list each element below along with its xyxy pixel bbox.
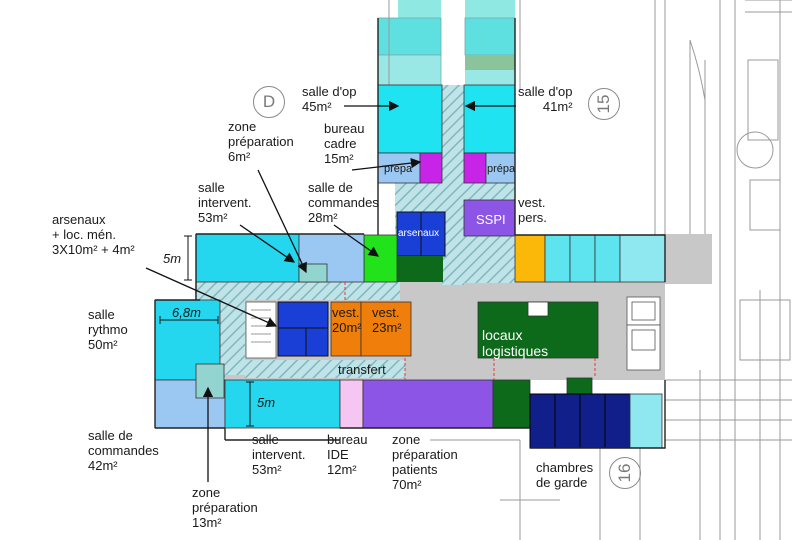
adjacent-building-sketch bbox=[430, 0, 792, 540]
dimension-5m-bottom: 5m bbox=[257, 395, 276, 410]
bureau-ide-room bbox=[339, 379, 364, 429]
prepa-right bbox=[485, 152, 516, 184]
elevators bbox=[626, 296, 661, 371]
arsenaux-bottom bbox=[277, 301, 329, 357]
label-sspi: SSPI bbox=[476, 212, 506, 227]
zone-d-marker: D bbox=[253, 86, 285, 118]
cyan-end-room bbox=[629, 393, 663, 449]
salle-intervent-bottom-room bbox=[224, 379, 341, 429]
label-transfert: transfert bbox=[338, 362, 386, 377]
north-wing bbox=[377, 0, 521, 90]
green-small-bottom bbox=[566, 377, 593, 395]
dimension-lines bbox=[159, 235, 254, 427]
zone-16-marker: 16 bbox=[609, 457, 641, 489]
dark-green-bottom bbox=[492, 379, 531, 429]
label-arrows bbox=[145, 100, 516, 482]
label-prepa-left: prépa bbox=[384, 163, 413, 175]
dimension-6-8m: 6,8m bbox=[172, 305, 201, 320]
dark-green-store bbox=[397, 256, 443, 282]
zone-15-marker: 15 bbox=[588, 88, 620, 120]
vest-23-room bbox=[360, 301, 412, 357]
label-vest-pers: vest. pers. bbox=[518, 195, 547, 225]
door-markers bbox=[344, 282, 596, 380]
label-arsenaux: arsenaux + loc. mén.3X10m² + 4m² bbox=[52, 212, 135, 257]
label-vest-20: vest. 20m² bbox=[332, 305, 362, 335]
outer-walls bbox=[154, 18, 666, 449]
vest-20-room bbox=[330, 301, 362, 357]
zone-preparation-patients-room bbox=[362, 379, 494, 429]
green-commandes bbox=[363, 234, 398, 283]
label-salle-intervent-top: salle intervent.53m² bbox=[198, 180, 252, 225]
label-prepa-right: prépa bbox=[487, 163, 516, 175]
dimension-5m-top: 5m bbox=[163, 251, 182, 266]
salle-op-right bbox=[463, 84, 516, 154]
label-vest-23: vest. 23m² bbox=[372, 305, 402, 335]
label-chambres-de-garde: chambres de garde bbox=[536, 460, 594, 490]
magenta-room-right bbox=[463, 152, 487, 184]
bureau-cadre-room bbox=[419, 152, 443, 184]
label-locaux-logistiques: locaux logistiques bbox=[482, 327, 549, 359]
label-salle-intervent-bottom: salle intervent.53m² bbox=[252, 432, 306, 477]
north-cyan-rooms bbox=[544, 234, 666, 283]
zone-preparation-bottom-room bbox=[195, 363, 225, 399]
salle-intervent-top bbox=[195, 233, 300, 283]
label-arsenaux-inner: arsenaux bbox=[398, 228, 440, 239]
stair-block bbox=[245, 301, 277, 359]
salle-op-left bbox=[377, 84, 443, 154]
vest-pers-room bbox=[514, 234, 546, 283]
chambres-de-garde-rooms bbox=[529, 393, 631, 449]
